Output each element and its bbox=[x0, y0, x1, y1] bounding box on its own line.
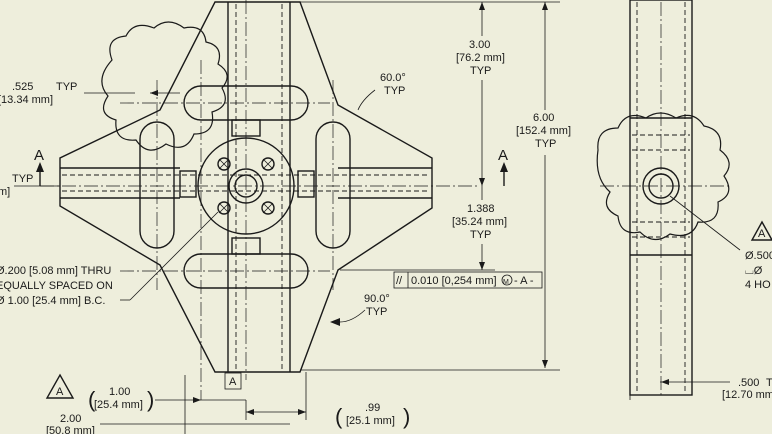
dim-1388-typ: TYP bbox=[470, 229, 491, 241]
dim-300-value: 3.00 bbox=[469, 39, 490, 51]
callout-triangle-right bbox=[750, 220, 772, 241]
dim-500-mm: [12.70 mm] bbox=[722, 389, 772, 401]
fcf-modifier: M bbox=[503, 279, 509, 286]
angle-90-typ: TYP bbox=[366, 306, 387, 318]
dim-99-mm: [25.1 mm] bbox=[346, 415, 395, 427]
bolt-hole bbox=[261, 201, 275, 215]
dim-500-typ: T bbox=[766, 377, 772, 389]
section-letter-right: A bbox=[498, 147, 508, 164]
dim-1388-value: 1.388 bbox=[467, 203, 495, 215]
dim-525-value: .525 bbox=[12, 81, 33, 93]
dim-500-value: .500 bbox=[738, 377, 759, 389]
callout-triangle bbox=[45, 373, 75, 399]
dim-525-typ: TYP bbox=[56, 81, 77, 93]
hole-note-line1: Ø.200 [5.08 mm] THRU bbox=[0, 265, 111, 277]
hole-note-line3: Ø 1.00 [25.4 mm] B.C. bbox=[0, 295, 105, 307]
dim-300-mm: [76.2 mm] bbox=[456, 52, 505, 64]
svg-text:m]: m] bbox=[0, 186, 10, 198]
revision-cloud-side bbox=[596, 112, 730, 241]
bolt-hole bbox=[217, 157, 231, 171]
typ-left: TYP bbox=[12, 173, 33, 185]
feature-control-frame: // 0.010 [0,254 mm] M - A - bbox=[393, 271, 543, 289]
dim-100-mm: [25.4 mm] bbox=[94, 399, 143, 411]
front-view bbox=[40, 0, 480, 400]
svg-text:): ) bbox=[403, 404, 410, 429]
dim-200-value: 2.00 bbox=[60, 413, 81, 425]
svg-text:): ) bbox=[147, 387, 154, 412]
fcf-datum: - A - bbox=[514, 275, 534, 287]
dim-600-value: 6.00 bbox=[533, 112, 554, 124]
part-outline bbox=[59, 1, 433, 373]
angle-90: 90.0° bbox=[364, 293, 390, 305]
fcf-tolerance: 0.010 [0,254 mm] bbox=[411, 275, 497, 287]
bolt-hole bbox=[217, 201, 231, 215]
dim-1388-mm: [35.24 mm] bbox=[452, 216, 507, 228]
side-count-note: 4 HO bbox=[745, 279, 771, 291]
svg-text:(: ( bbox=[88, 387, 96, 412]
side-cbore-note: ⌴Ø bbox=[745, 265, 763, 277]
svg-text:(: ( bbox=[335, 404, 343, 429]
triangle-label: A bbox=[56, 386, 64, 398]
fcf-symbol: // bbox=[396, 275, 403, 287]
dim-300-typ: TYP bbox=[470, 65, 491, 77]
dim-600-typ: TYP bbox=[535, 138, 556, 150]
triangle-label-right: A bbox=[758, 228, 766, 240]
hole-note-line2: EQUALLY SPACED ON bbox=[0, 280, 113, 292]
dim-600-mm: [152.4 mm] bbox=[516, 125, 571, 137]
dim-100-value: 1.00 bbox=[109, 386, 130, 398]
side-hole-note: Ø.500 bbox=[745, 250, 772, 262]
angle-60-typ: TYP bbox=[384, 85, 405, 97]
angle-60: 60.0° bbox=[380, 72, 406, 84]
section-letter-left: A bbox=[34, 147, 44, 164]
side-view: A bbox=[596, 0, 772, 396]
dim-99-value: .99 bbox=[365, 402, 380, 414]
revision-cloud bbox=[101, 21, 228, 151]
dim-525-mm: [13.34 mm] bbox=[0, 94, 53, 106]
dim-200-mm: [50.8 mm] bbox=[46, 425, 95, 434]
datum-a-box bbox=[224, 372, 242, 390]
bolt-hole bbox=[261, 157, 275, 171]
datum-a-label: A bbox=[229, 376, 237, 388]
